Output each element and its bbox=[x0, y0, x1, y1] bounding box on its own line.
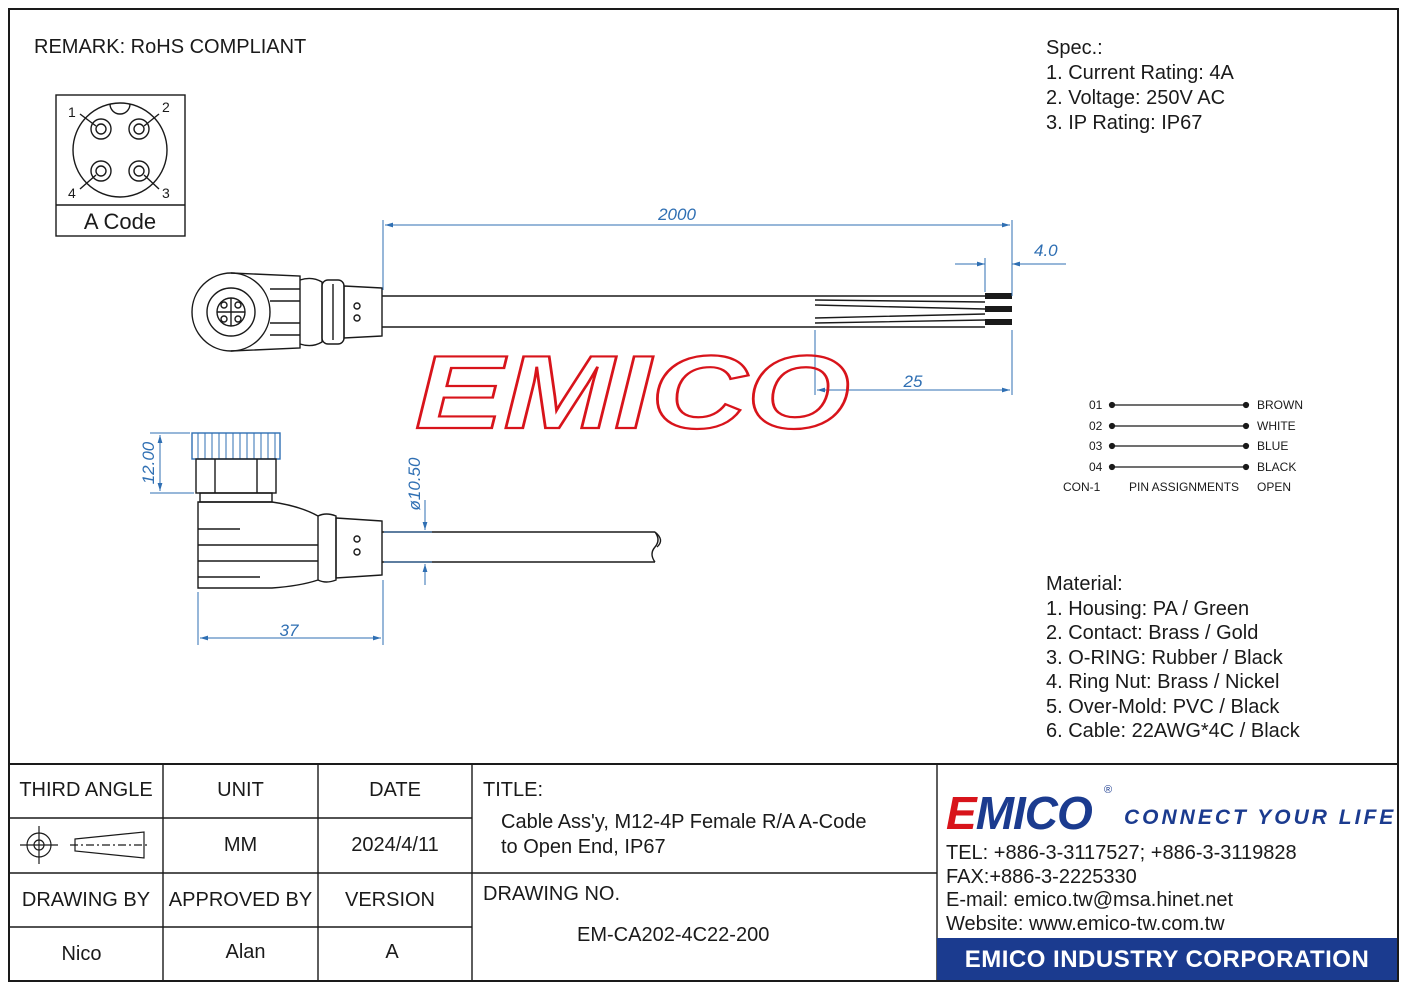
dim-jacket-strip: 25 bbox=[903, 372, 923, 391]
pin-assignment-lines bbox=[1108, 401, 1250, 471]
title-line-2: to Open End, IP67 bbox=[501, 836, 666, 858]
drawing-by-label: DRAWING BY bbox=[21, 889, 151, 911]
version-value: A bbox=[385, 941, 399, 963]
contact-website: Website: www.emico-tw.com.tw bbox=[946, 912, 1225, 935]
wire-ends bbox=[985, 293, 1012, 325]
company-name-bar: EMICO INDUSTRY CORPORATION bbox=[937, 938, 1397, 980]
projection-label: THIRD ANGLE bbox=[19, 779, 153, 801]
wire-color: BLUE bbox=[1257, 439, 1289, 453]
contact-tel: TEL: +886-3-3117527; +886-3-3119828 bbox=[946, 842, 1297, 864]
contact-info: TEL: +886-3-3117527; +886-3-3119828 FAX:… bbox=[946, 842, 1297, 936]
company-tagline: CONNECT YOUR LIFE bbox=[1124, 806, 1397, 829]
drawing-frame bbox=[8, 8, 1399, 982]
material-item: 6. Cable: 22AWG*4C / Black bbox=[1046, 720, 1300, 742]
wire-color: BLACK bbox=[1257, 460, 1297, 474]
material-item: 5. Over-Mold: PVC / Black bbox=[1046, 695, 1280, 718]
pin-label-4: 4 bbox=[68, 185, 76, 201]
title-block-grid bbox=[9, 763, 1399, 981]
remark-text: REMARK: RoHS COMPLIANT bbox=[34, 36, 307, 58]
watermark: EMICO bbox=[415, 335, 850, 451]
wire-color: BROWN bbox=[1257, 398, 1303, 412]
date-label: DATE bbox=[369, 779, 421, 801]
spec-item: 2. Voltage: 250V AC bbox=[1046, 87, 1226, 109]
connector-top-view bbox=[191, 272, 986, 352]
title-label: TITLE: bbox=[483, 779, 544, 801]
material-heading: Material: bbox=[1046, 573, 1123, 595]
pin-number: 04 bbox=[1089, 460, 1103, 474]
spec-item: 3. IP Rating: IP67 bbox=[1046, 112, 1203, 134]
drawing-no-label: DRAWING NO. bbox=[483, 883, 621, 905]
contact-email: E-mail: emico.tw@msa.hinet.net bbox=[946, 889, 1234, 911]
dim-strip-length: 4.0 bbox=[1034, 241, 1058, 260]
spec-section: Spec.: 1. Current Rating: 4A 2. Voltage:… bbox=[1046, 36, 1234, 136]
logo-letters: MICO bbox=[975, 787, 1093, 839]
unit-value: MM bbox=[223, 834, 258, 856]
logo-letter-e: E bbox=[946, 787, 977, 839]
dimension-lines-side bbox=[150, 432, 432, 645]
material-item: 2. Contact: Brass / Gold bbox=[1046, 622, 1259, 644]
dim-diameter: ø10.50 bbox=[405, 457, 424, 510]
pin-label-3: 3 bbox=[162, 185, 170, 201]
title-line-1: Cable Ass'y, M12-4P Female R/A A-Code bbox=[501, 811, 867, 833]
drawing-by-value: Nico bbox=[61, 943, 102, 965]
registered-mark: ® bbox=[1104, 784, 1113, 796]
material-section: Material: 1. Housing: PA / Green 2. Cont… bbox=[1046, 572, 1300, 744]
spec-heading: Spec.: bbox=[1046, 37, 1103, 59]
pin-footer-right: OPEN bbox=[1257, 480, 1292, 494]
material-item: 4. Ring Nut: Brass / Nickel bbox=[1046, 671, 1280, 693]
dim-nut-height: 12.00 bbox=[139, 441, 158, 484]
drawing-no-value: EM-CA202-4C22-200 bbox=[577, 924, 770, 946]
approved-by-label: APPROVED BY bbox=[168, 889, 313, 911]
dimension-lines-top bbox=[382, 220, 1066, 395]
third-angle-symbol bbox=[20, 826, 150, 864]
material-item: 3. O-RING: Rubber / Black bbox=[1046, 646, 1283, 669]
dim-body-length: 37 bbox=[280, 621, 299, 640]
unit-label: UNIT bbox=[217, 779, 264, 801]
connector-side-view bbox=[191, 432, 662, 589]
material-item: 1. Housing: PA / Green bbox=[1046, 597, 1250, 620]
contact-fax: FAX:+886-3-2225330 bbox=[946, 865, 1137, 888]
version-label: VERSION bbox=[344, 889, 436, 911]
pin-footer-center: PIN ASSIGNMENTS bbox=[1129, 480, 1240, 494]
code-label: A Code bbox=[84, 209, 156, 234]
pin-label-1: 1 bbox=[68, 104, 76, 120]
spec-item: 1. Current Rating: 4A bbox=[1046, 62, 1234, 84]
pin-number: 01 bbox=[1089, 398, 1103, 412]
pin-footer-left: CON-1 bbox=[1063, 480, 1101, 494]
pin-face-diagram bbox=[55, 94, 186, 237]
date-value: 2024/4/11 bbox=[351, 834, 439, 856]
pin-label-2: 2 bbox=[162, 99, 170, 115]
dim-cable-length: 2000 bbox=[657, 205, 696, 224]
pin-number: 03 bbox=[1089, 439, 1103, 453]
wire-color: WHITE bbox=[1257, 419, 1296, 433]
company-logo: EMICO bbox=[946, 786, 1093, 840]
pin-number: 02 bbox=[1089, 419, 1103, 433]
approved-by-value: Alan bbox=[225, 941, 266, 963]
